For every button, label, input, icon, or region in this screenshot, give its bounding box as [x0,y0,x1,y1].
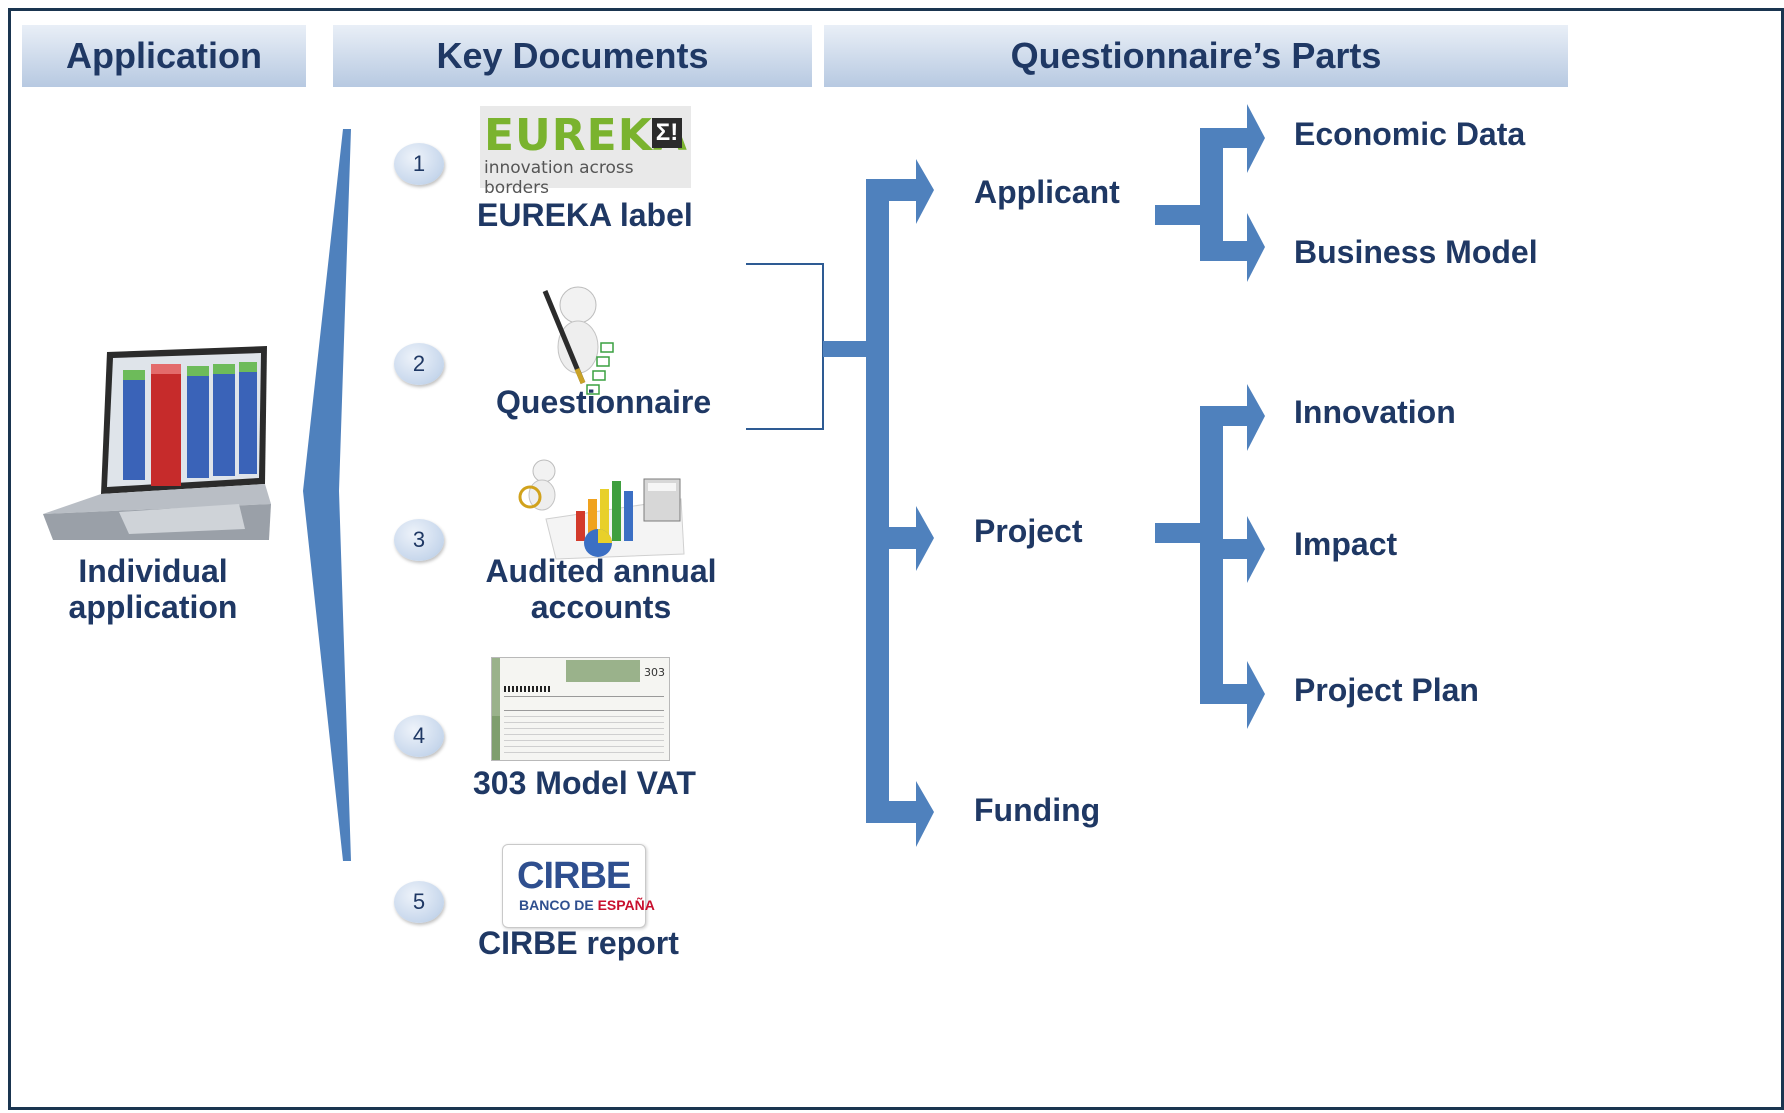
bracket-wedge [303,129,351,861]
part-project: Project [974,513,1083,549]
arrow-project [916,506,934,571]
diagram-canvas: Application Key Documents Questionnaire’… [8,8,1784,1110]
doc-label-audited-line1: Audited annual [485,553,717,589]
sub-business-model: Business Model [1294,234,1538,270]
doc-label-audited-line2: accounts [530,588,672,625]
application-label-line2: application [68,588,238,625]
application-label: Individual application [63,553,243,626]
person-pen-checklist-icon [542,286,614,395]
doc-number-4: 4 [394,715,444,757]
sigma-icon: Σ! [652,118,682,148]
arrow-project-plan [1247,661,1265,729]
doc-label-audited-accounts: Audited annual accounts [481,553,721,626]
doc-number-3: 3 [394,519,444,561]
eureka-logo: EUREKA Σ! innovation across borders [480,106,691,198]
application-label-line1: Individual [78,553,228,589]
laptop-binders-icon [43,346,271,540]
arrow-economic-data [1247,104,1265,173]
sub-innovation: Innovation [1294,394,1456,430]
questionnaire-bracket [746,263,824,430]
sub-impact: Impact [1294,526,1398,562]
connector-layer [303,104,1265,861]
arrow-innovation [1247,384,1265,451]
cirbe-logo-subtitle: BANCO DE ESPAÑA [519,897,655,913]
form-number: 303 [644,666,665,679]
sub-economic-data: Economic Data [1294,116,1526,152]
header-application: Application [22,25,306,87]
connector-main [823,341,873,357]
sub-project-plan: Project Plan [1294,672,1479,708]
trunk-main [866,181,889,817]
doc-label-cirbe: CIRBE report [478,925,679,961]
doc-label-questionnaire: Questionnaire [496,384,712,420]
tax-form-icon: 303 [491,657,670,761]
cirbe-logo-title: CIRBE [517,855,631,897]
arrow-funding [916,781,934,847]
header-key-documents: Key Documents [333,25,812,87]
eureka-logo-subtitle: innovation across borders [484,158,634,198]
doc-label-vat: 303 Model VAT [473,765,696,801]
doc-number-5: 5 [394,881,444,923]
doc-number-1: 1 [394,143,444,185]
header-questionnaire-parts: Questionnaire’s Parts [824,25,1568,87]
part-funding: Funding [974,792,1101,828]
person-magnifier-charts-icon [518,459,685,560]
arrow-impact [1247,516,1265,583]
arrow-applicant [916,159,934,224]
arrow-business-model [1247,213,1265,282]
part-applicant: Applicant [974,174,1120,210]
doc-number-2: 2 [394,343,444,385]
doc-label-eureka: EUREKA label [477,197,693,233]
cirbe-logo: CIRBE BANCO DE ESPAÑA [502,844,655,928]
